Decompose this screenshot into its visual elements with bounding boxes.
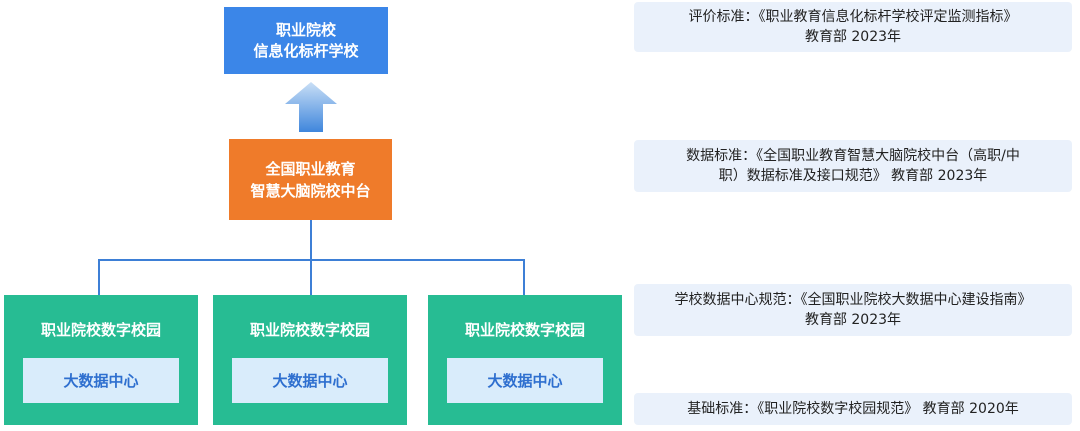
standard-evaluation-line2: 教育部 2023年 bbox=[804, 29, 902, 45]
node-benchmark-school-line1: 职业院校 bbox=[275, 20, 336, 39]
digital-campus-title: 职业院校数字校园 bbox=[464, 321, 585, 339]
standard-school-data-center: 学校数据中心规范：《全国职业院校大数据中心建设指南》 教育部 2023年 bbox=[634, 284, 1072, 336]
node-smart-brain-platform-line1: 全国职业教育 bbox=[265, 159, 356, 178]
node-smart-brain-platform: 全国职业教育 智慧大脑院校中台 bbox=[229, 139, 392, 220]
node-digital-campus-1: 职业院校数字校园 大数据中心 bbox=[4, 295, 198, 425]
big-data-center-box: 大数据中心 bbox=[23, 358, 179, 403]
standard-data-line1: 数据标准：《全国职业教育智慧大脑院校中台（高职/中 bbox=[686, 148, 1020, 164]
standard-data: 数据标准：《全国职业教育智慧大脑院校中台（高职/中 职）数据标准及接口规范》 教… bbox=[634, 140, 1072, 192]
digital-campus-title: 职业院校数字校园 bbox=[249, 321, 370, 339]
standard-evaluation: 评价标准：《职业教育信息化标杆学校评定监测指标》 教育部 2023年 bbox=[634, 2, 1072, 52]
connector-vertical-left bbox=[98, 259, 100, 295]
standard-basic-line1: 基础标准：《职业院校数字校园规范》 教育部 2020年 bbox=[687, 401, 1019, 417]
standard-data-line2: 职）数据标准及接口规范》 教育部 2023年 bbox=[718, 168, 988, 184]
connector-vertical-center bbox=[310, 259, 312, 295]
up-arrow-icon bbox=[285, 82, 337, 132]
node-benchmark-school: 职业院校 信息化标杆学校 bbox=[224, 7, 388, 74]
standard-school-data-center-line2: 教育部 2023年 bbox=[804, 312, 902, 328]
node-digital-campus-2: 职业院校数字校园 大数据中心 bbox=[213, 295, 407, 425]
connector-vertical-right bbox=[523, 259, 525, 295]
big-data-center-box: 大数据中心 bbox=[232, 358, 388, 403]
node-benchmark-school-line2: 信息化标杆学校 bbox=[253, 41, 359, 60]
digital-campus-title: 职业院校数字校园 bbox=[40, 321, 161, 339]
node-digital-campus-3: 职业院校数字校园 大数据中心 bbox=[428, 295, 622, 425]
standard-school-data-center-line1: 学校数据中心规范：《全国职业院校大数据中心建设指南》 bbox=[674, 292, 1032, 308]
big-data-center-box: 大数据中心 bbox=[447, 358, 603, 403]
node-smart-brain-platform-line2: 智慧大脑院校中台 bbox=[250, 181, 371, 200]
connector-vertical-main bbox=[310, 220, 312, 260]
standard-basic: 基础标准：《职业院校数字校园规范》 教育部 2020年 bbox=[634, 393, 1072, 425]
standard-evaluation-line1: 评价标准：《职业教育信息化标杆学校评定监测指标》 bbox=[688, 9, 1018, 25]
